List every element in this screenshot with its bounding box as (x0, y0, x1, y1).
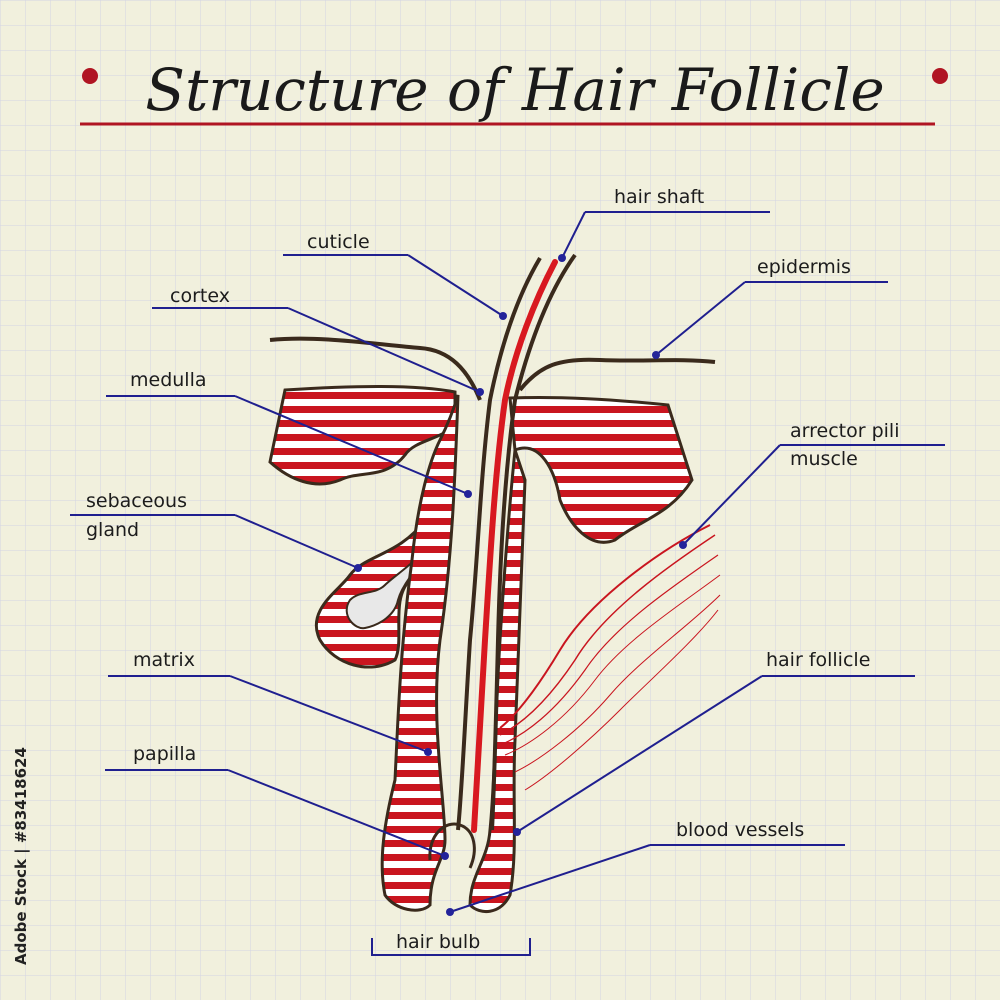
title-dot-left (82, 68, 98, 84)
label-hair-bulb: hair bulb (396, 931, 480, 953)
label-matrix: matrix (133, 649, 195, 671)
label-hair-follicle: hair follicle (766, 649, 870, 671)
leader-lines (70, 211, 945, 956)
label-cuticle: cuticle (307, 231, 370, 253)
hair-shaft-outline-right (490, 253, 577, 831)
title-dot-right (932, 68, 948, 84)
label-sebaceous: sebaceous (86, 490, 187, 512)
dermis-layer-right (508, 395, 694, 544)
follicle-wall-left (380, 394, 460, 912)
label-arrector-pili: arrector pili (790, 420, 899, 442)
dermis-layer (268, 384, 457, 486)
label-gland: gland (86, 519, 139, 541)
epidermis-line (269, 336, 716, 401)
label-arrector-muscle: muscle (790, 448, 858, 470)
label-papilla: papilla (133, 743, 196, 765)
papilla-shape (428, 822, 476, 869)
stock-watermark-text: Adobe Stock | #83418624 (12, 747, 31, 965)
arrector-pili-muscle (499, 524, 721, 791)
label-epidermis: epidermis (757, 256, 851, 278)
hair-shaft-outline (456, 256, 542, 831)
sebaceous-duct (345, 536, 433, 630)
medulla-core (471, 259, 558, 833)
label-cortex: cortex (170, 285, 230, 307)
label-blood-vessels: blood vessels (676, 819, 804, 841)
label-medulla: medulla (130, 369, 207, 391)
page-title: Structure of Hair Follicle (145, 56, 884, 124)
leader-dots (354, 254, 687, 916)
label-hair-shaft: hair shaft (614, 186, 704, 208)
